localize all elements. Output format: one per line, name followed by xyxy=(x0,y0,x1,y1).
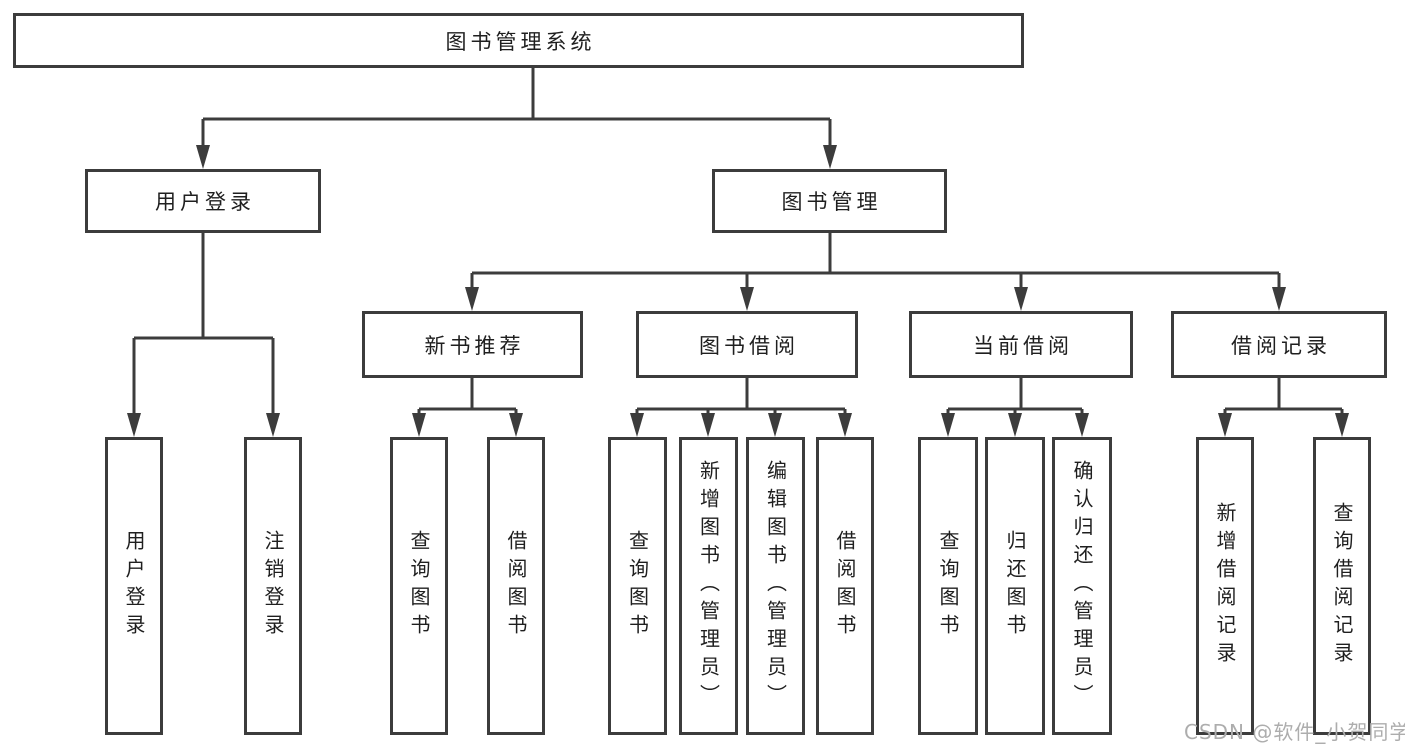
arrow-down-icon xyxy=(630,413,644,437)
node-root-label: 图书管理系统 xyxy=(445,29,596,54)
leaf-bb-borrow-book-label: 借阅图书 xyxy=(833,530,857,642)
leaf-logout: 注销登录 xyxy=(244,437,302,735)
arrow-down-icon xyxy=(823,145,837,169)
arrow-down-icon xyxy=(701,413,715,437)
arrow-down-icon xyxy=(1075,413,1089,437)
leaf-nbr-query-book-label: 查询图书 xyxy=(407,530,431,642)
leaf-bb-borrow-book: 借阅图书 xyxy=(816,437,874,735)
arrow-down-icon xyxy=(1008,413,1022,437)
arrow-down-icon xyxy=(266,413,280,437)
leaf-user-login-label: 用户登录 xyxy=(122,530,146,642)
leaf-cb-confirm-return: 确认归还（管理员） xyxy=(1052,437,1112,735)
leaf-cb-return-book: 归还图书 xyxy=(985,437,1045,735)
leaf-nbr-borrow-book-label: 借阅图书 xyxy=(504,530,528,642)
node-book-management-branch-label: 图书管理 xyxy=(781,190,882,214)
connector-user-login-to-leaves xyxy=(127,233,280,437)
leaf-br-query-record: 查询借阅记录 xyxy=(1313,437,1371,735)
arrow-down-icon xyxy=(1014,287,1028,311)
arrow-down-icon xyxy=(1218,413,1232,437)
arrow-down-icon xyxy=(509,413,523,437)
leaf-nbr-query-book: 查询图书 xyxy=(390,437,448,735)
node-new-book-recommend: 新书推荐 xyxy=(362,311,583,378)
node-user-login-branch: 用户登录 xyxy=(85,169,321,233)
leaf-cb-confirm-return-label: 确认归还（管理员） xyxy=(1070,460,1094,712)
node-current-borrow-label: 当前借阅 xyxy=(973,333,1073,358)
connector-new-book-recommend-to-leaves xyxy=(412,378,523,437)
node-borrow-record: 借阅记录 xyxy=(1171,311,1387,378)
arrow-down-icon xyxy=(412,413,426,437)
connector-root-to-level2 xyxy=(196,68,837,169)
arrow-down-icon xyxy=(1335,413,1349,437)
node-book-borrow-label: 图书借阅 xyxy=(699,333,799,358)
connector-book-borrow-to-leaves xyxy=(630,378,852,437)
leaf-bb-edit-book-label: 编辑图书（管理员） xyxy=(763,460,788,712)
node-root: 图书管理系统 xyxy=(13,13,1024,68)
node-borrow-record-label: 借阅记录 xyxy=(1231,333,1331,358)
node-current-borrow: 当前借阅 xyxy=(909,311,1133,378)
connector-book-management-to-level3 xyxy=(465,233,1286,311)
leaf-logout-label: 注销登录 xyxy=(261,530,285,642)
leaf-cb-query-book-label: 查询图书 xyxy=(936,530,960,642)
arrow-down-icon xyxy=(465,287,479,311)
leaf-bb-add-book: 新增图书（管理员） xyxy=(679,437,738,735)
leaf-user-login: 用户登录 xyxy=(105,437,163,735)
arrow-down-icon xyxy=(1272,287,1286,311)
arrow-down-icon xyxy=(768,413,782,437)
csdn-watermark: CSDN @软件_小贺同学 xyxy=(1184,720,1405,744)
arrow-down-icon xyxy=(196,145,210,169)
node-book-borrow: 图书借阅 xyxy=(636,311,858,378)
leaf-br-add-record-label: 新增借阅记录 xyxy=(1213,502,1237,670)
leaf-br-query-record-label: 查询借阅记录 xyxy=(1330,502,1354,670)
connector-current-borrow-to-leaves xyxy=(941,378,1089,437)
connector-borrow-record-to-leaves xyxy=(1218,378,1349,437)
arrow-down-icon xyxy=(740,287,754,311)
leaf-cb-return-book-label: 归还图书 xyxy=(1003,530,1027,642)
arrow-down-icon xyxy=(127,413,141,437)
node-book-management-branch: 图书管理 xyxy=(712,169,947,233)
leaf-cb-query-book: 查询图书 xyxy=(918,437,978,735)
arrow-down-icon xyxy=(941,413,955,437)
leaf-bb-query-book-label: 查询图书 xyxy=(625,530,650,642)
node-new-book-recommend-label: 新书推荐 xyxy=(424,333,525,358)
leaf-bb-query-book: 查询图书 xyxy=(608,437,667,735)
leaf-br-add-record: 新增借阅记录 xyxy=(1196,437,1254,735)
leaf-bb-add-book-label: 新增图书（管理员） xyxy=(696,460,721,712)
leaf-bb-edit-book: 编辑图书（管理员） xyxy=(746,437,805,735)
leaf-nbr-borrow-book: 借阅图书 xyxy=(487,437,545,735)
node-user-login-branch-label: 用户登录 xyxy=(155,190,255,214)
arrow-down-icon xyxy=(838,413,852,437)
